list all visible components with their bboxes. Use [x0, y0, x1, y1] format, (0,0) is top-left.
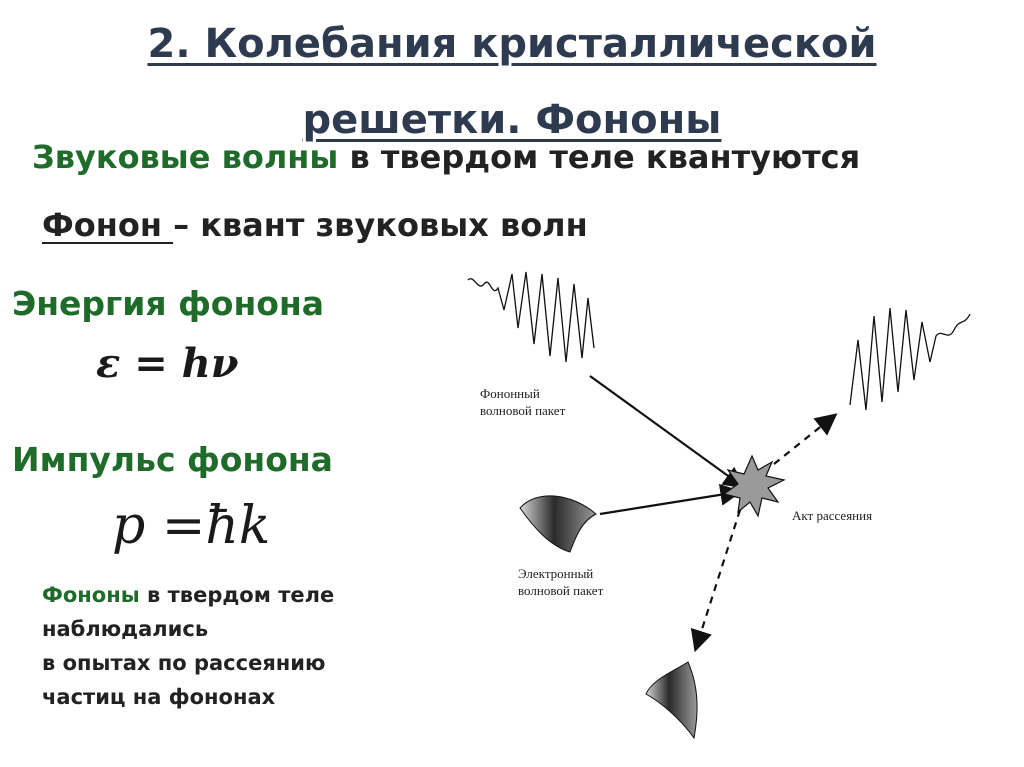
phonon-packet-label-1: Фононный [480, 386, 540, 401]
statement-rest: в твердом теле квантуются [338, 138, 861, 176]
slide-title: 2. Колебания кристаллической решетки. Фо… [0, 6, 1024, 158]
incoming-phonon-wavepacket [467, 271, 595, 363]
incoming-phonon-arrow [589, 375, 746, 489]
definition-rest: – квант звуковых волн [173, 206, 588, 244]
phonon-definition: Фонон – квант звуковых волн [42, 206, 588, 244]
scattering-diagram: Фононный волновой пакет Акт рассеяния Эл… [467, 271, 971, 740]
incoming-electron-blob [519, 495, 597, 553]
momentum-formula: p =ħk [112, 496, 271, 556]
energy-heading: Энергия фонона [12, 284, 325, 323]
note-phonons-highlight: Фононы [42, 583, 140, 607]
electron-packet-label-2: волновой пакет [518, 583, 604, 598]
title-line-2: решетки. Фононы [302, 97, 722, 143]
experiment-note: Фононы в твердом теле наблюдались в опыт… [42, 578, 334, 714]
outgoing-phonon-wavepacket [849, 307, 971, 411]
energy-formula: ε = hν [96, 340, 239, 387]
phonon-term: Фонон [42, 206, 174, 244]
phonon-packet-label-2: волновой пакет [480, 403, 566, 418]
note-line-2: наблюдались [42, 617, 209, 641]
quantization-statement: Звуковые волны в твердом теле квантуются [32, 138, 860, 176]
scattering-star [722, 454, 786, 518]
scattering-act-label: Акт рассеяния [792, 508, 872, 523]
sound-waves-highlight: Звуковые волны [32, 138, 339, 176]
momentum-heading: Импульс фонона [12, 440, 333, 479]
title-line-1: 2. Колебания кристаллической [147, 21, 877, 67]
outgoing-electron-blob [645, 661, 698, 740]
note-line-4: частиц на фононах [42, 685, 276, 709]
outgoing-phonon-arrow [773, 413, 838, 465]
note-line-3: в опытах по рассеянию [42, 651, 326, 675]
electron-packet-label-1: Электронный [518, 566, 593, 581]
outgoing-electron-arrow [690, 509, 742, 653]
note-line-1: в твердом теле [139, 583, 335, 607]
incoming-electron-arrow [599, 483, 743, 516]
